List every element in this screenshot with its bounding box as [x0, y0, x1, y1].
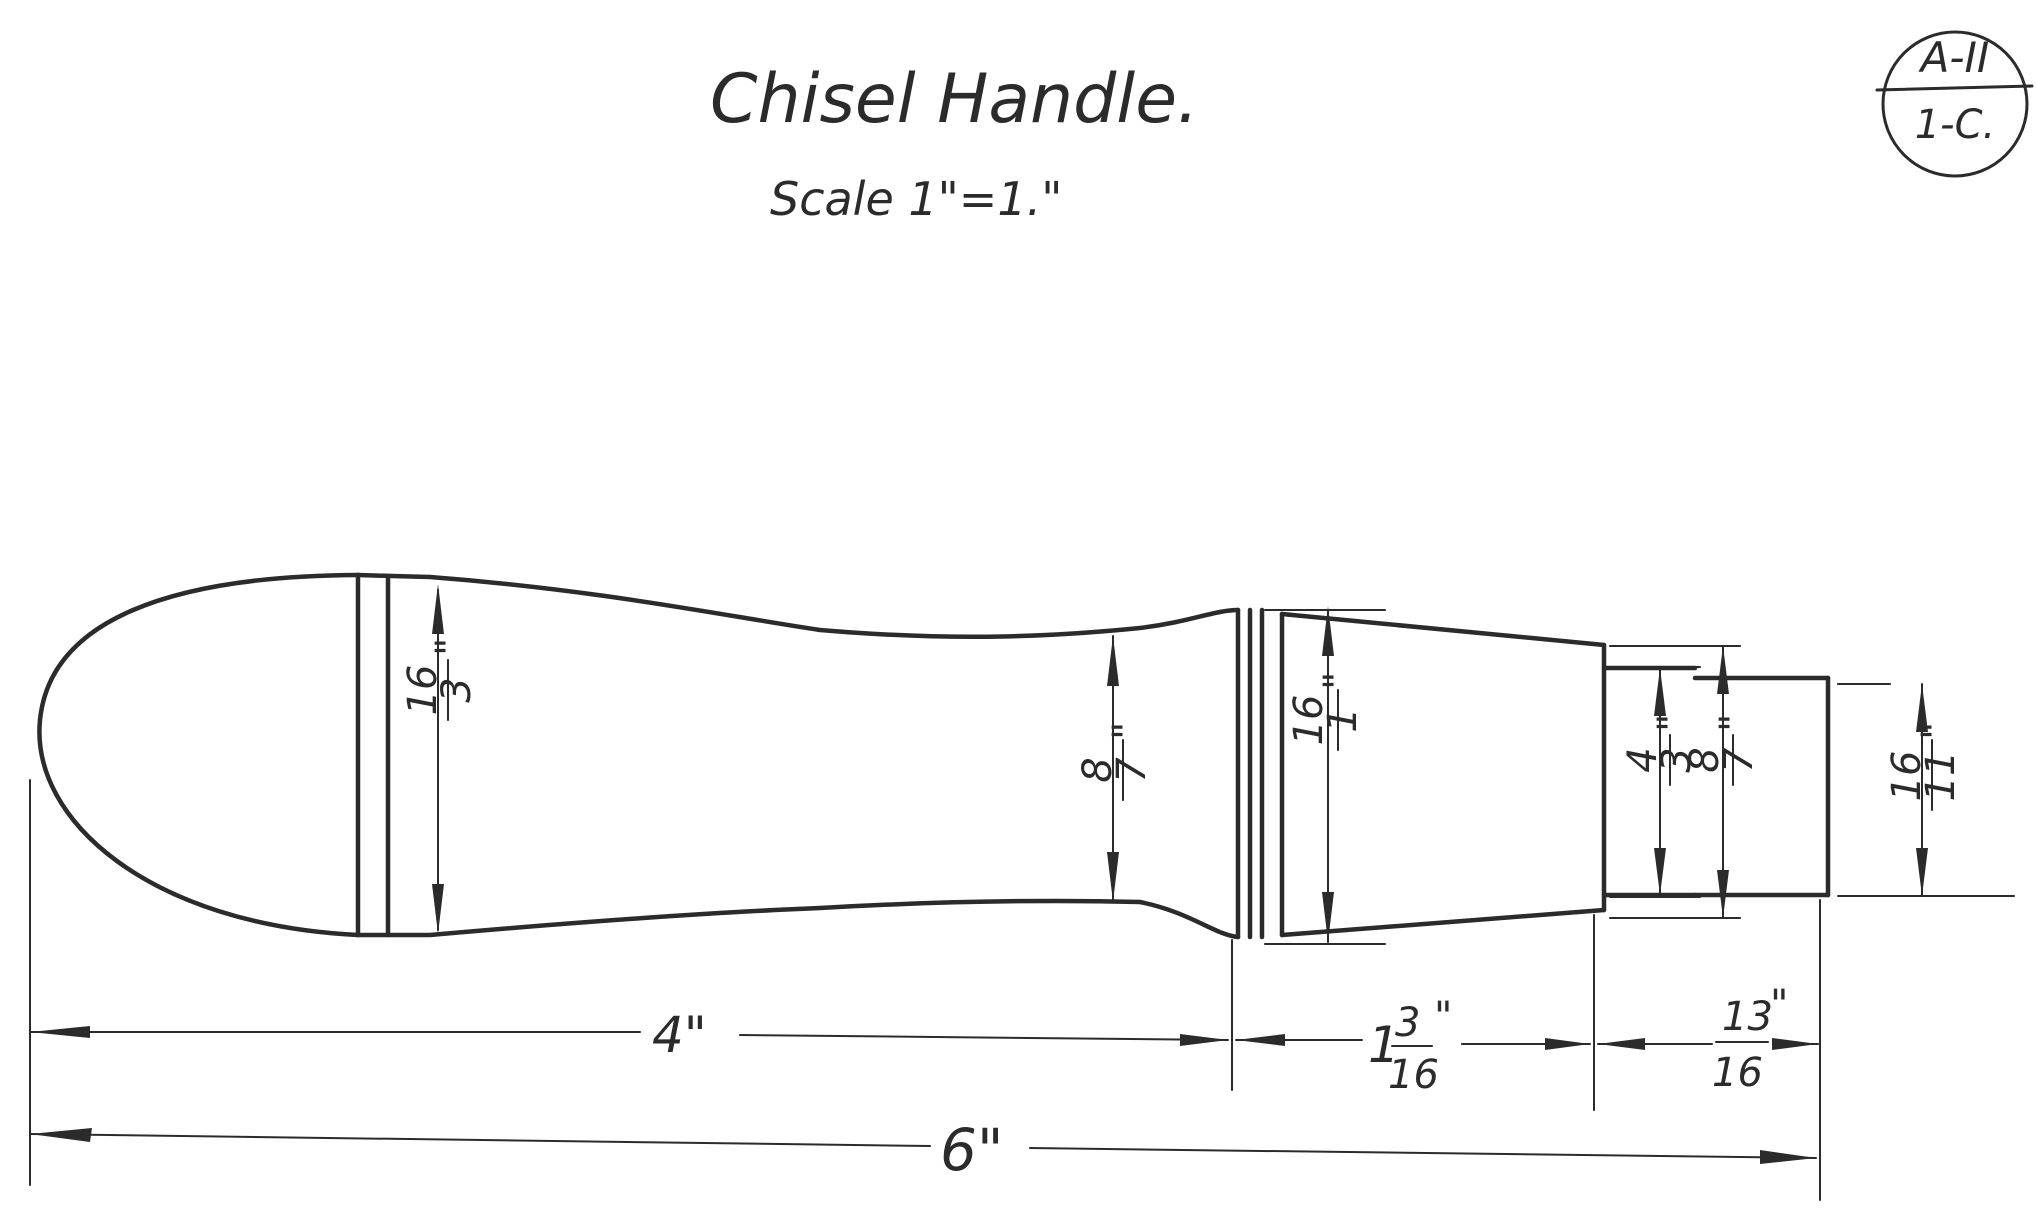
dim-num-3-4: 3 [1654, 747, 1700, 772]
dim-den-11-16: 16 [1884, 751, 1930, 802]
drawing-title: Chisel Handle. [710, 60, 1199, 139]
dimension-length-1-3-16in: 1 3 16 " [1235, 994, 1591, 1098]
dim-mark-11-16: " [1914, 722, 1960, 740]
dim-mark-13-16: " [1770, 982, 1788, 1028]
sheet-id-bottom: 1-C. [1915, 102, 1996, 148]
dim-num-3-16: 3 [434, 677, 480, 702]
dim-den-7-8-b: 8 [1682, 747, 1728, 772]
dimension-length-4in: 4" [29, 1006, 1229, 1064]
dimension-dia-7-8in: 7 8 " [1075, 635, 1155, 903]
dim-num-13-16: 13 [1722, 994, 1773, 1040]
dim-den-3-16: 16 [400, 665, 446, 716]
dimension-dia-1-16in: 1 16 " [1286, 606, 1366, 943]
sheet-id-top: A-II [1918, 33, 1990, 82]
dimension-length-6in: 6" [29, 1116, 1817, 1184]
dimension-dia-11-16in: 11 16 " [1884, 683, 1964, 897]
dim-num-11-16: 11 [1918, 751, 1964, 802]
dimension-dia-7-8in-second: 7 8 " [1682, 645, 1762, 919]
dim-mark-3-16: " [428, 638, 474, 656]
dim-mark-1-16: " [1316, 672, 1362, 690]
dim-label-4in: 4" [652, 1006, 707, 1064]
dim-mark-3-4: " [1650, 714, 1696, 732]
dim-den-3-4: 4 [1620, 747, 1666, 772]
extension-lines [29, 609, 2015, 1201]
dim-num-7-8-b: 7 [1716, 747, 1762, 773]
dim-den-1-16: 16 [1286, 695, 1332, 746]
dim-mark-7-8: " [1105, 722, 1151, 740]
scale-label: Scale 1"=1." [770, 172, 1062, 226]
dim-num-1-3-16: 3 [1395, 1000, 1420, 1046]
dimension-dia-3-16in: 3 16 " [400, 584, 480, 934]
dim-den-7-8: 8 [1075, 757, 1121, 782]
dimension-length-13-16in: 13 16 " [1597, 982, 1819, 1096]
dim-num-7-8: 7 [1109, 757, 1155, 783]
chisel-handle-outline [37, 572, 1831, 940]
dim-mark-7-8-b: " [1712, 714, 1758, 732]
dim-label-6in: 6" [940, 1116, 1004, 1184]
dim-mark-1-3-16: " [1434, 994, 1452, 1040]
dimension-dia-3-4in: 3 4 " [1620, 667, 1700, 896]
dim-num-1-16: 1 [1320, 707, 1366, 732]
dim-den-13-16: 16 [1712, 1050, 1763, 1096]
dim-den-1-3-16: 16 [1388, 1052, 1439, 1098]
sheet-id-badge: A-II 1-C. [1875, 30, 2034, 178]
